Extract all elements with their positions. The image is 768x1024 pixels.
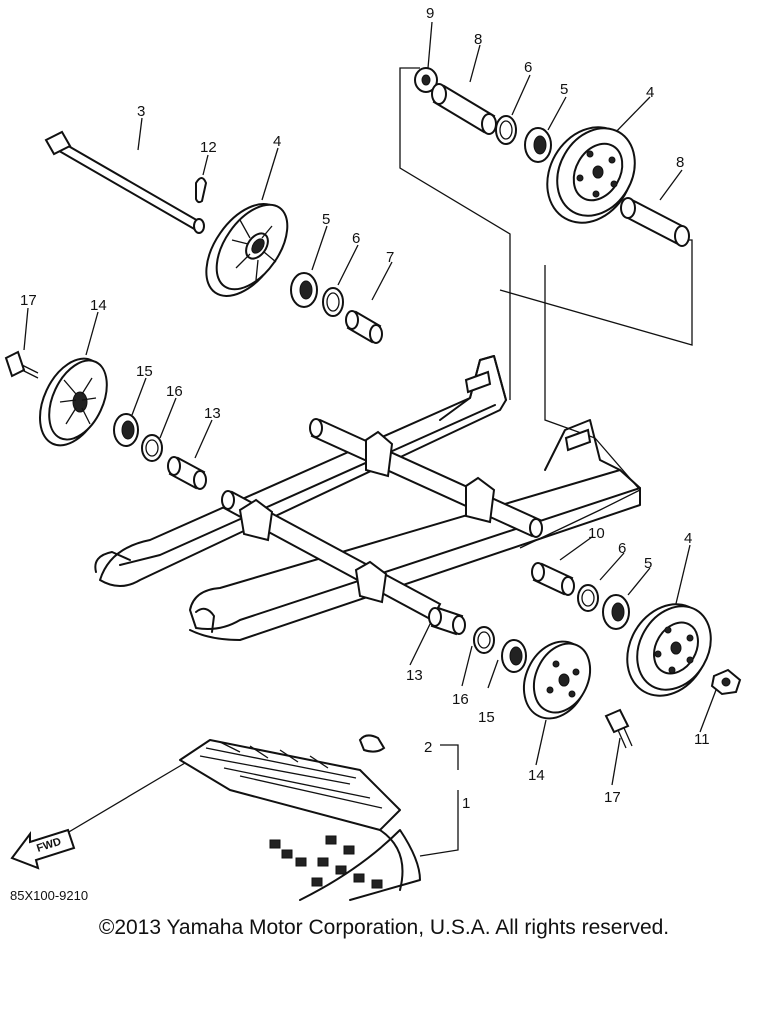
clip-2 xyxy=(358,734,386,753)
callout-9: 9 xyxy=(426,5,434,22)
callout-14-right: 14 xyxy=(528,767,545,784)
callout-4-upper-left: 4 xyxy=(273,133,281,150)
shaft-3 xyxy=(44,130,205,234)
collar-8-lower xyxy=(620,197,690,247)
collar-8-upper xyxy=(431,83,497,135)
collar-13-left xyxy=(167,456,207,490)
callout-labels: 3 12 4 5 6 7 17 14 15 16 13 9 8 6 5 4 8 … xyxy=(20,5,710,812)
callout-8-lower: 8 xyxy=(676,154,684,171)
callout-6-lower-right: 6 xyxy=(618,540,626,557)
callout-15-right: 15 xyxy=(478,709,495,726)
suspension-frame xyxy=(94,355,641,641)
callout-17-left: 17 xyxy=(20,292,37,309)
callout-3: 3 xyxy=(137,103,145,120)
cotter-pin-12 xyxy=(195,177,207,204)
bolt-17-left xyxy=(4,350,39,379)
nut-11 xyxy=(710,668,742,696)
callout-10: 10 xyxy=(588,525,605,542)
bearing-15-right xyxy=(501,639,527,673)
callout-12: 12 xyxy=(200,139,217,156)
callout-5-upper-left: 5 xyxy=(322,211,330,228)
bearing-15-left xyxy=(113,413,139,447)
callout-4-lower-right: 4 xyxy=(684,530,692,547)
callout-11: 11 xyxy=(694,731,710,748)
washer-9 xyxy=(414,67,438,93)
circlip-16-right xyxy=(473,626,495,654)
bolt-17-right xyxy=(604,708,633,749)
circlip-6-upper-right xyxy=(495,115,517,145)
wheel-4-lower-right xyxy=(626,603,712,697)
wheel-4-upper-left xyxy=(205,203,289,297)
callout-13-right: 13 xyxy=(406,667,423,684)
callout-16-right: 16 xyxy=(452,691,469,708)
circlip-16-left xyxy=(141,434,163,462)
bearing-5-upper-right xyxy=(524,127,552,163)
leader-lines xyxy=(23,21,717,857)
callout-5-upper-right: 5 xyxy=(560,81,568,98)
callout-13-left: 13 xyxy=(204,405,221,422)
callout-7: 7 xyxy=(386,249,394,266)
drawing-code: 85X100-9210 xyxy=(10,888,89,903)
copyright-notice: ©2013 Yamaha Motor Corporation, U.S.A. A… xyxy=(98,916,670,939)
callout-15-left: 15 xyxy=(136,363,153,380)
callout-6-upper-left: 6 xyxy=(352,230,360,247)
collar-7 xyxy=(345,310,383,344)
bearing-5-lower-right xyxy=(602,594,630,630)
callout-1: 1 xyxy=(462,795,470,812)
callout-14-left: 14 xyxy=(90,297,107,314)
callout-6-upper-right: 6 xyxy=(524,59,532,76)
callout-2: 2 xyxy=(424,739,432,756)
fwd-arrow-icon: FWD xyxy=(10,828,76,870)
callout-17-right: 17 xyxy=(604,789,621,806)
collar-13-right xyxy=(428,606,466,636)
callout-8-upper: 8 xyxy=(474,31,482,48)
wheel-4-upper-right xyxy=(546,126,636,224)
callout-5-lower-right: 5 xyxy=(644,555,652,572)
wheel-14-left xyxy=(39,357,108,447)
callout-4-upper-right: 4 xyxy=(646,84,654,101)
circlip-6-upper-left xyxy=(322,287,344,317)
callout-16-left: 16 xyxy=(166,383,183,400)
wheel-14-right xyxy=(522,640,592,720)
collar-10 xyxy=(531,562,575,596)
bearing-5-upper-left xyxy=(290,272,318,308)
track-1 xyxy=(179,739,421,901)
circlip-6-lower-right xyxy=(577,584,599,612)
